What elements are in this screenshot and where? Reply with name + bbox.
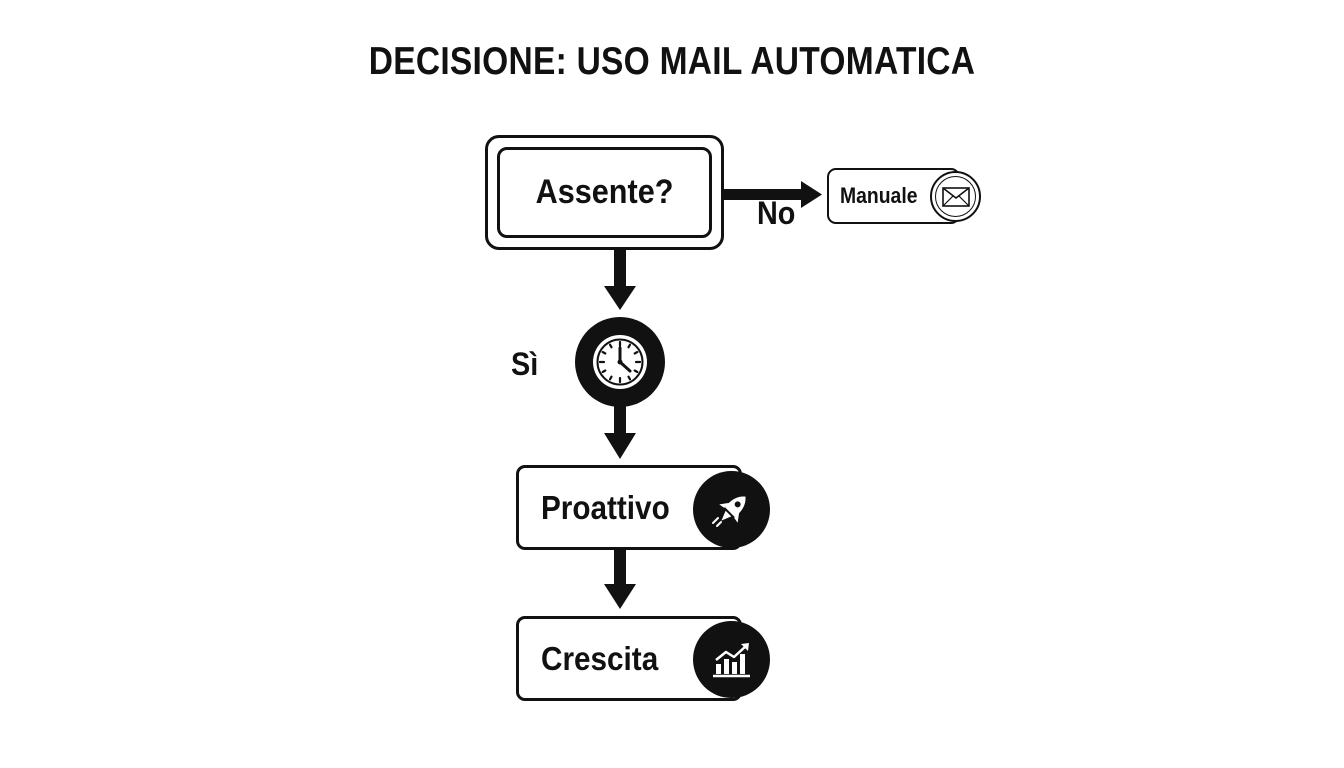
decision-label: Assente? [535,173,674,211]
arrow-proactive-to-growth [604,550,636,609]
arrow-timer-to-proactive [604,405,636,459]
bar-chart-icon [693,621,770,698]
rocket-icon [693,471,770,548]
proactive-label: Proattivo [541,488,670,526]
decision-node: Assente? [485,135,724,250]
envelope-icon [930,171,981,222]
clock-icon [575,317,665,407]
diagram-title: DECISIONE: USO MAIL AUTOMATICA [368,40,976,83]
arrow-no [724,181,822,208]
branch-no-label: No [757,195,796,231]
growth-label: Crescita [541,639,659,677]
decision-inner: Assente? [497,147,712,238]
manual-label: Manuale [840,183,918,208]
arrow-decision-to-timer [604,250,636,310]
branch-yes-label: Sì [511,346,539,382]
